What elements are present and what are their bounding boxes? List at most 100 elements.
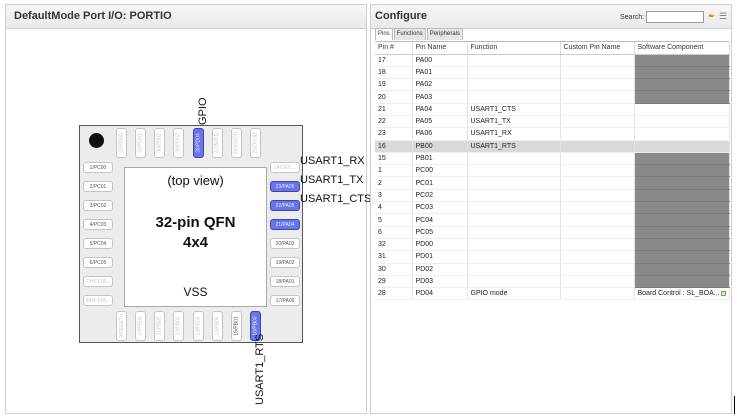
cell-custom-pin-name[interactable] xyxy=(560,164,635,178)
tab-pins[interactable]: Pins xyxy=(375,28,393,40)
cell-software-component xyxy=(634,103,730,116)
cell-custom-pin-name[interactable] xyxy=(560,250,635,264)
cell-custom-pin-name[interactable] xyxy=(560,90,635,104)
col-function[interactable]: Function xyxy=(467,42,561,55)
col-pin-name[interactable]: Pin Name xyxy=(412,42,468,55)
pin-bottom-13[interactable]: 13/PB03 xyxy=(193,311,204,341)
cell-custom-pin-name[interactable] xyxy=(560,201,635,215)
pin-bottom-11[interactable]: 11/PB01 xyxy=(154,311,165,341)
pin-top-32[interactable]: 32/PD00 xyxy=(116,128,127,158)
pin-top-31[interactable]: 31/PD01 xyxy=(135,128,146,158)
col-custom-pin-name[interactable]: Custom Pin Name xyxy=(560,42,635,55)
pin1-marker-icon xyxy=(89,133,104,148)
search-input[interactable] xyxy=(646,11,704,23)
cell-custom-pin-name[interactable] xyxy=(560,115,635,129)
cell-custom-pin-name[interactable] xyxy=(560,140,635,153)
pin-top-26[interactable]: 26/IOVDD xyxy=(231,128,242,158)
status-indicator-icon[interactable] xyxy=(720,290,726,296)
cell-pin-number: 21 xyxy=(375,103,413,116)
pin-right-19[interactable]: 19/PA02 xyxy=(270,257,300,268)
cell-pin-name: PD04 xyxy=(412,287,468,301)
pin-top-29[interactable]: 29/PD03 xyxy=(173,128,184,158)
cell-pin-number: 3 xyxy=(375,189,413,203)
cell-custom-pin-name[interactable] xyxy=(560,226,635,239)
pin-right-18[interactable]: 18/PA01 xyxy=(270,276,300,287)
pin-left-1[interactable]: 1/PC00 xyxy=(83,162,113,173)
pin-bottom-14[interactable]: 14/PB04 xyxy=(212,311,223,341)
pin-top-28[interactable]: 28/PD04 xyxy=(193,128,204,158)
pin-tool-icon[interactable]: ✒ xyxy=(708,11,716,21)
cell-custom-pin-name[interactable] xyxy=(560,176,635,190)
cell-custom-pin-name[interactable] xyxy=(560,275,635,289)
cell-pin-number: 1 xyxy=(375,164,413,178)
cell-custom-pin-name[interactable] xyxy=(560,127,635,141)
col-software-component[interactable]: Software Component xyxy=(634,42,730,55)
cell-custom-pin-name[interactable] xyxy=(560,287,635,301)
tab-peripherals[interactable]: Peripherals xyxy=(426,28,464,40)
pin-bottom-15[interactable]: 15/PB01 xyxy=(231,311,242,341)
pin-right-24[interactable]: 24/DEC... xyxy=(270,162,300,173)
cell-custom-pin-name[interactable] xyxy=(560,189,635,203)
cell-custom-pin-name[interactable] xyxy=(560,213,635,227)
cell-custom-pin-name[interactable] xyxy=(560,238,635,252)
cell-pin-number: 2 xyxy=(375,176,413,190)
cell-custom-pin-name[interactable] xyxy=(560,263,635,276)
pin-bottom-16[interactable]: 16/PB00 xyxy=(250,311,261,341)
package-title-line1: 32-pin QFN xyxy=(155,214,236,231)
pin-bottom-12[interactable]: 12/PB02 xyxy=(173,311,184,341)
pin-right-17[interactable]: 17/PA00 xyxy=(270,295,300,306)
cell-custom-pin-name[interactable] xyxy=(560,103,635,116)
tab-functions[interactable]: Functions xyxy=(393,28,426,40)
cell-pin-number: 18 xyxy=(375,66,413,80)
cell-pin-number: 22 xyxy=(375,115,413,129)
col-pin-number[interactable]: Pin # xyxy=(375,42,413,55)
cell-custom-pin-name[interactable] xyxy=(560,54,635,67)
pin-right-22[interactable]: 22/PA05 xyxy=(270,200,300,211)
menu-icon[interactable]: ☰ xyxy=(719,11,728,21)
pin-left-8[interactable]: 8/HFXTA... xyxy=(83,295,113,306)
pin-right-20[interactable]: 20/PA03 xyxy=(270,238,300,249)
cell-custom-pin-name[interactable] xyxy=(560,78,635,92)
pin-top-25[interactable]: 25/DVDD xyxy=(250,128,261,158)
pin-right-21[interactable]: 21/PA04 xyxy=(270,219,300,230)
cell-software-component xyxy=(634,201,730,215)
pin-top-27[interactable]: 27/AVDD xyxy=(212,128,223,158)
pin-left-3[interactable]: 3/PC02 xyxy=(83,200,113,211)
cell-pin-number: 20 xyxy=(375,90,413,104)
pin-bottom-9[interactable]: 9/RESETn xyxy=(116,311,127,341)
pin-bottom-10[interactable]: 10/PB00 xyxy=(135,311,146,341)
pin-top-30[interactable]: 30/PD02 xyxy=(154,128,165,158)
cell-custom-pin-name[interactable] xyxy=(560,152,635,166)
pin-left-2[interactable]: 2/PC01 xyxy=(83,181,113,192)
configure-tabs: Pins Functions Peripherals xyxy=(375,28,464,41)
pin-left-5[interactable]: 5/PC04 xyxy=(83,238,113,249)
pin-left-6[interactable]: 6/PC05 xyxy=(83,257,113,268)
cell-function xyxy=(467,238,561,252)
cell-custom-pin-name[interactable] xyxy=(560,66,635,80)
cell-software-component xyxy=(634,152,730,166)
pin-right-23[interactable]: 23/PA06 xyxy=(270,181,300,192)
pin-left-7[interactable]: 7/HFXTA... xyxy=(83,276,113,287)
cell-pin-name: PA05 xyxy=(412,115,468,129)
pin-left-4[interactable]: 4/PC03 xyxy=(83,219,113,230)
